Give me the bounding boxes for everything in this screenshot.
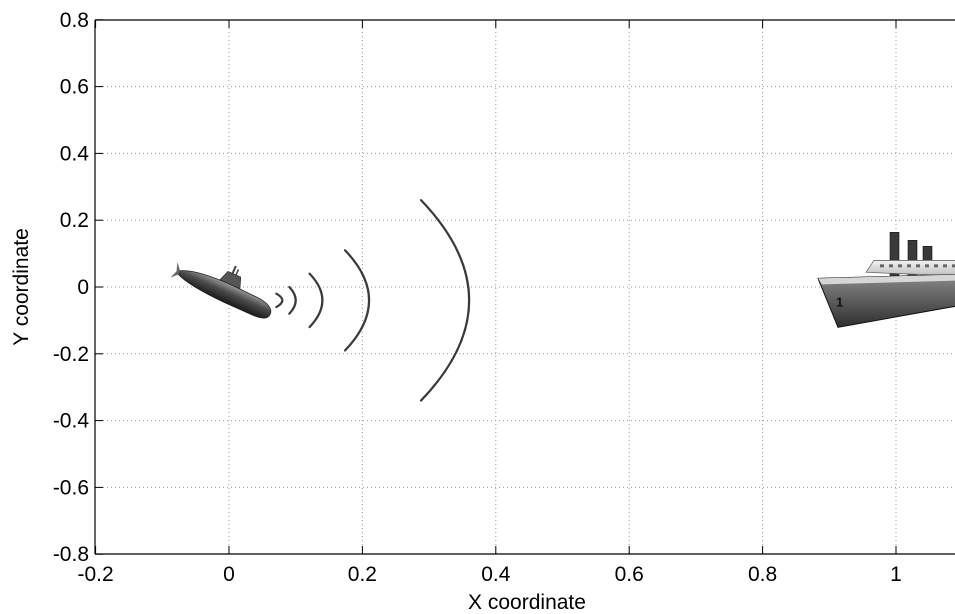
y-axis-label: Y coordinate: [10, 228, 33, 346]
x-tick-label: 0.2: [348, 563, 377, 586]
y-tick-label: -0.2: [53, 343, 89, 366]
x-axis-label: X coordinate: [468, 591, 586, 614]
y-tick-label: 0.4: [60, 142, 90, 165]
x-tick-label: -0.2: [78, 563, 114, 586]
y-tick-label: -0.6: [53, 476, 89, 499]
sonar-waves: [275, 199, 471, 402]
sonar-wave-arc: [343, 249, 371, 352]
sonar-wave-arc: [288, 285, 297, 315]
y-tick-label: 0.2: [60, 209, 89, 232]
x-tick-label: 0.8: [748, 563, 777, 586]
x-tick-label: 0: [223, 563, 235, 586]
sonar-wave-arc: [275, 292, 284, 309]
y-tick-label: 0.6: [60, 76, 89, 99]
sonar-wave-arc: [308, 272, 324, 329]
plot-content: 1: [170, 199, 955, 402]
ship-hull-number: 1: [836, 294, 843, 309]
y-tick-label: -0.4: [53, 410, 90, 433]
x-tick-label: 1: [890, 563, 902, 586]
sonar-wave-arc: [419, 199, 471, 402]
submarine-icon: [170, 261, 272, 319]
y-tick-labels: 0.8 0.6 0.4 0.2 0 -0.2 -0.4 -0.6 -0.8: [53, 9, 90, 566]
ship-icon: 1: [817, 232, 955, 328]
submarine-body: [170, 261, 272, 319]
y-tick-label: 0.8: [60, 9, 89, 32]
grid-lines: [95, 20, 955, 554]
x-tick-labels: -0.2 0 0.2 0.4 0.6 0.8 1: [78, 563, 902, 586]
y-tick-label: -0.8: [53, 543, 89, 566]
y-tick-label: 0: [77, 276, 89, 299]
x-tick-label: 0.4: [481, 563, 511, 586]
x-tick-label: 0.6: [615, 563, 644, 586]
ship-body: [817, 232, 955, 328]
axes-frame: [94, 19, 955, 555]
